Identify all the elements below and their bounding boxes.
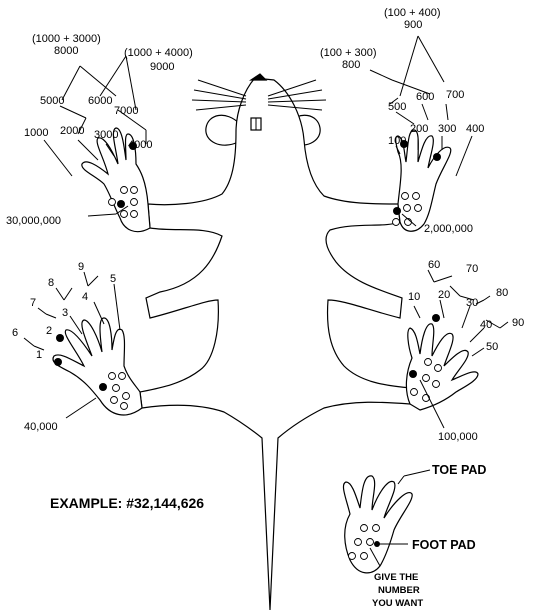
hind-left-sum-6: 6	[12, 327, 18, 339]
toe-pad-label: TOE PAD	[432, 463, 486, 477]
front-right-toe-200: 200	[410, 123, 428, 135]
hind-left-toe-3: 3	[62, 307, 68, 319]
left-ear	[205, 114, 241, 146]
front-right-toe-300: 300	[438, 123, 456, 135]
body-outline	[139, 77, 413, 611]
front-left-foot	[81, 127, 151, 233]
hind-right-toe-20: 20	[438, 289, 450, 301]
front-right-sum-700: 700	[446, 89, 464, 101]
hind-right-foot-outline	[405, 323, 479, 411]
hind-left-toe-pad-2	[56, 334, 64, 342]
front-left-combo-8000-value: 8000	[54, 45, 78, 57]
hind-left-foot-outline	[52, 317, 143, 416]
legend-foot-outline	[342, 475, 413, 574]
front-right-combo-800-value: 800	[342, 59, 360, 71]
example-number: EXAMPLE: #32,144,626	[50, 495, 204, 511]
front-left-sum-5000: 5000	[40, 95, 64, 107]
front-left-sum-6000: 6000	[88, 95, 112, 107]
hind-right-labels: 60 70 20 10 80 30 90 40 50 100,000	[408, 259, 524, 443]
legend-foot	[342, 475, 413, 574]
hind-left-foot-value: 40,000	[24, 421, 58, 433]
front-right-toe-400: 400	[466, 123, 484, 135]
hind-left-toe-1: 1	[36, 349, 42, 361]
hind-right-foot-pad-mark	[409, 370, 417, 378]
hind-right-sum-90: 90	[512, 317, 524, 329]
front-right-combo-900-value: 900	[404, 19, 422, 31]
front-left-combo-9000-value: 9000	[150, 61, 174, 73]
front-left-foot-pad-mark	[117, 200, 125, 208]
front-right-sum-500: 500	[388, 101, 406, 113]
hind-right-toe-50: 50	[486, 341, 498, 353]
hind-right-sum-60: 60	[428, 259, 440, 271]
hind-right-sum-80: 80	[496, 287, 508, 299]
hind-left-sum-8: 8	[48, 277, 54, 289]
front-right-foot-pad-mark	[393, 207, 401, 215]
hind-right-foot	[405, 314, 479, 411]
hind-left-foot-pad-mark	[99, 383, 107, 391]
hind-left-toe-2: 2	[46, 325, 52, 337]
front-right-foot-value: 2,000,000	[424, 223, 473, 235]
connector-lines	[23, 35, 509, 567]
front-left-foot-value: 30,000,000	[6, 215, 61, 227]
rat-body	[139, 73, 413, 611]
hind-left-sum-7: 7	[30, 297, 36, 309]
give-the-number-line2: NUMBER	[378, 585, 420, 596]
hind-right-toe-10: 10	[408, 291, 420, 303]
hind-right-toe-30: 30	[466, 297, 478, 309]
give-the-number-line1: GIVE THE	[374, 572, 418, 583]
front-right-combo-800-formula: (100 + 300)	[320, 47, 377, 59]
nose-tip	[249, 73, 268, 81]
legend-labels: TOE PAD FOOT PAD GIVE THE NUMBER YOU WAN…	[372, 463, 486, 609]
front-left-sum-7000: 7000	[114, 105, 138, 117]
front-left-toe-3000: 3000	[94, 129, 118, 141]
hind-left-labels: 9 5 8 4 7 3 6 2 1 40,000	[12, 261, 116, 433]
hind-left-toe-4: 4	[82, 291, 88, 303]
front-left-combo-9000-formula: (1000 + 4000)	[124, 47, 193, 59]
front-right-toe-100: 100	[388, 135, 406, 147]
front-right-toe-pad-200	[400, 140, 408, 148]
hind-left-toe-pad-1	[54, 358, 62, 366]
front-left-toe-pad-4000	[129, 142, 137, 150]
hind-right-sum-70: 70	[466, 263, 478, 275]
front-left-toe-4000: 4000	[128, 139, 152, 151]
front-right-sum-600: 600	[416, 91, 434, 103]
front-right-foot	[392, 129, 452, 232]
front-right-labels: (100 + 400) 900 (100 + 300) 800 500 600 …	[320, 7, 484, 235]
front-left-toe-1000: 1000	[24, 127, 48, 139]
hind-right-foot-value: 100,000	[438, 431, 478, 443]
whiskers	[191, 79, 327, 111]
hind-left-foot	[52, 317, 143, 416]
front-left-combo-8000-formula: (1000 + 3000)	[32, 33, 101, 45]
hind-left-sum-9: 9	[78, 261, 84, 273]
hind-left-toe-5: 5	[110, 273, 116, 285]
front-left-toe-2000: 2000	[60, 125, 84, 137]
front-right-toe-pad-400	[433, 153, 441, 161]
foot-pad-label: FOOT PAD	[412, 538, 476, 552]
front-right-combo-900-formula: (100 + 400)	[384, 7, 441, 19]
hind-right-toe-pad-20	[432, 314, 440, 322]
hind-right-toe-40: 40	[480, 319, 492, 331]
front-left-labels: (1000 + 3000) 8000 (1000 + 4000) 9000 50…	[6, 33, 193, 227]
give-the-number-line3: YOU WANT	[372, 598, 423, 609]
